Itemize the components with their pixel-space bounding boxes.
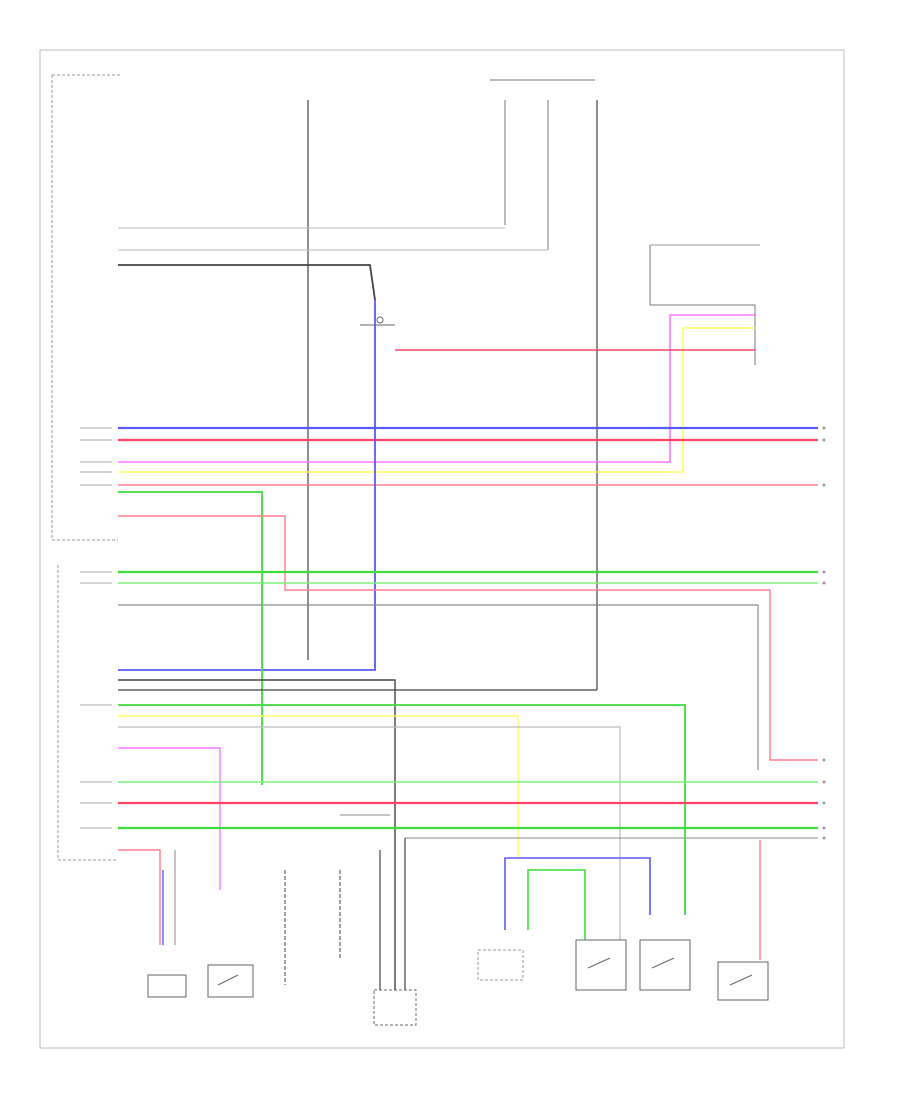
component-connector-center [373, 989, 417, 1026]
wire-yellow-lower [118, 715, 519, 860]
switch-2-contact [587, 957, 611, 969]
terminal-marker [822, 426, 826, 430]
terminal-marker [822, 780, 826, 784]
component-switch-2 [575, 939, 627, 991]
ground-symbol [376, 316, 384, 324]
component-sensor-1 [147, 974, 187, 998]
diagram-frame [39, 49, 845, 1049]
wire-green-lower [118, 704, 686, 915]
right-terminals [822, 426, 826, 840]
ecu-pin-stubs [80, 427, 112, 829]
terminal-marker [822, 801, 826, 805]
wire-magenta-right [118, 314, 755, 463]
wire-ig-dark [118, 264, 376, 301]
wire-green-lower-drop [527, 869, 586, 940]
wire-pink-lower-drop [118, 849, 161, 945]
terminal-marker [822, 836, 826, 840]
wire-gray-lower [118, 726, 621, 940]
wire-dark-lower-1 [118, 679, 396, 990]
terminal-marker [822, 758, 826, 762]
ecu-outline [51, 75, 118, 541]
terminal-marker [822, 570, 826, 574]
wire-green-drop [118, 491, 263, 785]
switch-1-contact [217, 974, 239, 986]
switch-4-contact [729, 974, 753, 986]
component-switch-4 [717, 961, 769, 1001]
terminal-marker [822, 826, 826, 830]
component-switch-3 [639, 939, 691, 991]
switch-3-contact [651, 957, 675, 969]
wire-blue-lower-drop [504, 857, 651, 930]
component-center-block [477, 949, 524, 981]
terminal-marker [822, 581, 826, 585]
wire-yellow-right [118, 327, 755, 473]
component-switch-1 [207, 964, 254, 998]
terminal-marker [822, 483, 826, 487]
right-module-outline [649, 245, 756, 365]
wire-magenta-lower [118, 747, 221, 890]
terminal-marker [822, 438, 826, 442]
wire-pink-drop [118, 515, 818, 761]
ecu-outline-lower [57, 565, 118, 861]
wire-blue-vertical [118, 300, 376, 671]
